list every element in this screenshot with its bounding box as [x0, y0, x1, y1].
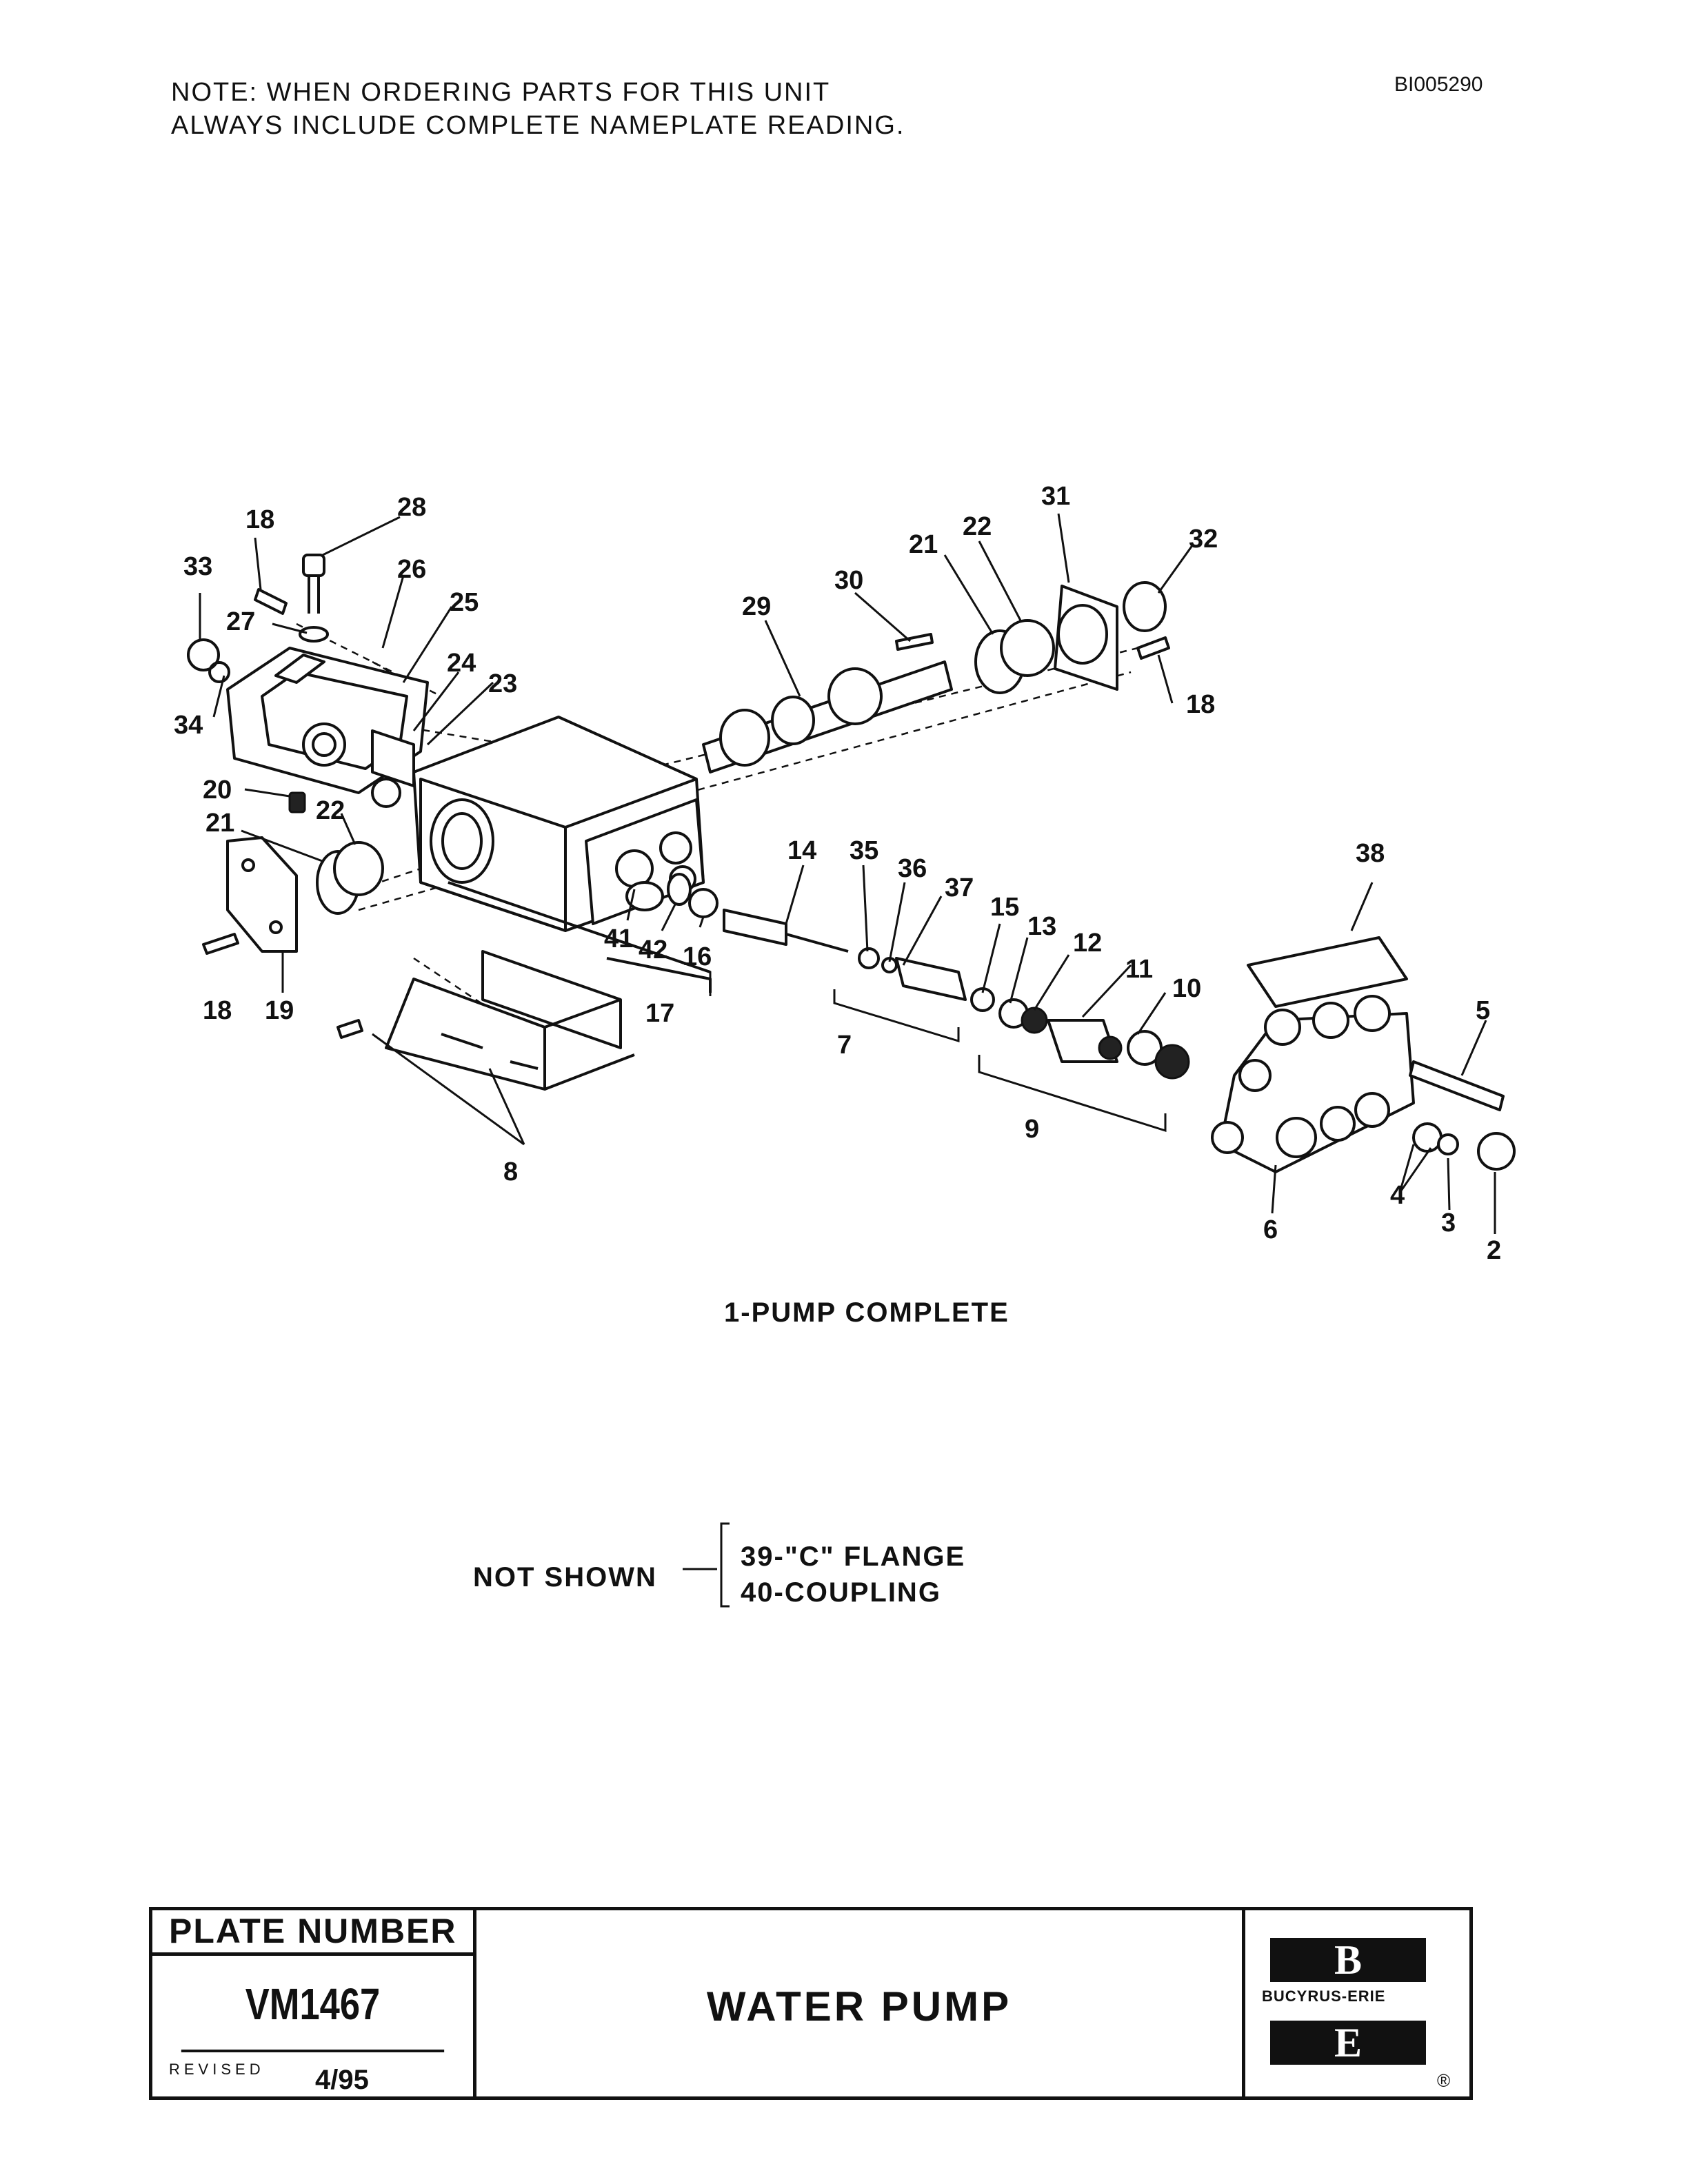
- plunger-and-seals: [688, 888, 1190, 1080]
- callout-15: 15: [990, 893, 1019, 922]
- top-left-fittings: [187, 554, 329, 813]
- ordering-note-line-1: NOTE: WHEN ORDERING PARTS FOR THIS UNIT: [171, 78, 831, 107]
- diagram-caption: 1-PUMP COMPLETE: [724, 1297, 1009, 1328]
- callout-41: 41: [604, 924, 633, 953]
- callout-5: 5: [1476, 996, 1490, 1025]
- group-brackets: [448, 881, 1167, 1133]
- manifold: [1211, 936, 1516, 1173]
- plate-info: PLATE NUMBER VM1467 REVISED 4/95: [152, 1910, 476, 2096]
- callout-22-left: 22: [316, 796, 345, 825]
- callout-25: 25: [450, 588, 479, 617]
- callout-18-top-left: 18: [245, 505, 274, 534]
- not-shown-label: NOT SHOWN: [473, 1562, 657, 1593]
- callout-30: 30: [834, 566, 863, 595]
- callout-2: 2: [1487, 1236, 1501, 1265]
- callout-18-bottom-left: 18: [203, 996, 232, 1025]
- plate-number-label: PLATE NUMBER: [152, 1910, 473, 1956]
- callout-7: 7: [837, 1031, 852, 1060]
- callout-23: 23: [488, 669, 517, 698]
- callout-10: 10: [1172, 974, 1201, 1003]
- callout-3: 3: [1441, 1209, 1456, 1237]
- mounting-bracket: [336, 950, 635, 1091]
- callout-9: 9: [1025, 1115, 1039, 1144]
- ordering-note: NOTE: WHEN ORDERING PARTS FOR THIS UNIT …: [171, 76, 905, 142]
- not-shown-item-coupling: 40-COUPLING: [741, 1577, 941, 1608]
- callout-28: 28: [397, 493, 426, 522]
- callout-26: 26: [397, 555, 426, 584]
- ordering-note-line-2: ALWAYS INCLUDE COMPLETE NAMEPLATE READIN…: [171, 111, 905, 140]
- leader-lines: [199, 513, 1496, 1234]
- callout-11: 11: [1125, 955, 1153, 984]
- bucyrus-erie-logo: B BUCYRUS-ERIE E ®: [1242, 1910, 1469, 2096]
- callout-13: 13: [1027, 912, 1056, 941]
- callout-21-left: 21: [205, 809, 234, 838]
- document-id: BI005290: [1394, 73, 1483, 96]
- right-bearing-cover: [974, 581, 1170, 694]
- callout-17: 17: [645, 999, 674, 1028]
- revised-label: REVISED: [169, 2061, 265, 2078]
- callout-21-right: 21: [909, 530, 938, 559]
- not-shown-brace: [683, 1522, 730, 1608]
- callout-20: 20: [203, 776, 232, 805]
- revised-date: 4/95: [315, 2065, 369, 2095]
- callout-33: 33: [183, 552, 212, 581]
- plate-number-value: VM1467: [181, 1956, 445, 2052]
- callout-42: 42: [639, 936, 667, 964]
- callout-12: 12: [1073, 929, 1102, 958]
- callout-8: 8: [503, 1157, 518, 1186]
- not-shown-item-flange: 39-"C" FLANGE: [741, 1541, 966, 1572]
- callout-37: 37: [945, 873, 974, 902]
- callout-35: 35: [850, 836, 878, 865]
- callout-38: 38: [1356, 839, 1385, 868]
- callout-27: 27: [226, 607, 255, 636]
- callout-19: 19: [265, 996, 294, 1025]
- callout-36: 36: [898, 854, 927, 883]
- left-bearing-plate: [202, 836, 384, 955]
- title-block: PLATE NUMBER VM1467 REVISED 4/95 WATER P…: [149, 1907, 1473, 2100]
- logo-company-name: BUCYRUS-ERIE: [1262, 1988, 1386, 2005]
- callout-22-right: 22: [963, 512, 992, 541]
- registered-mark: ®: [1437, 2070, 1451, 2091]
- camshaft: [702, 633, 953, 774]
- callout-24: 24: [447, 649, 476, 678]
- logo-e-mark: E: [1270, 2021, 1426, 2065]
- callout-31: 31: [1041, 482, 1070, 511]
- callout-labels: 18 28 33 26 27 25 24 23 34 20 22 21 18 1…: [174, 482, 1501, 1265]
- callout-32: 32: [1189, 525, 1218, 554]
- callout-18-right: 18: [1186, 690, 1215, 719]
- pump-housing: [412, 716, 712, 993]
- plate-title: WATER PUMP: [706, 1983, 1012, 2030]
- logo-b-mark: B: [1270, 1938, 1426, 1982]
- end-cover-assembly: [226, 647, 429, 808]
- callout-14: 14: [787, 836, 816, 865]
- callout-4: 4: [1390, 1181, 1405, 1210]
- callout-16: 16: [683, 942, 712, 971]
- callout-6: 6: [1263, 1215, 1278, 1244]
- callout-29: 29: [742, 592, 771, 621]
- callout-34: 34: [174, 711, 203, 740]
